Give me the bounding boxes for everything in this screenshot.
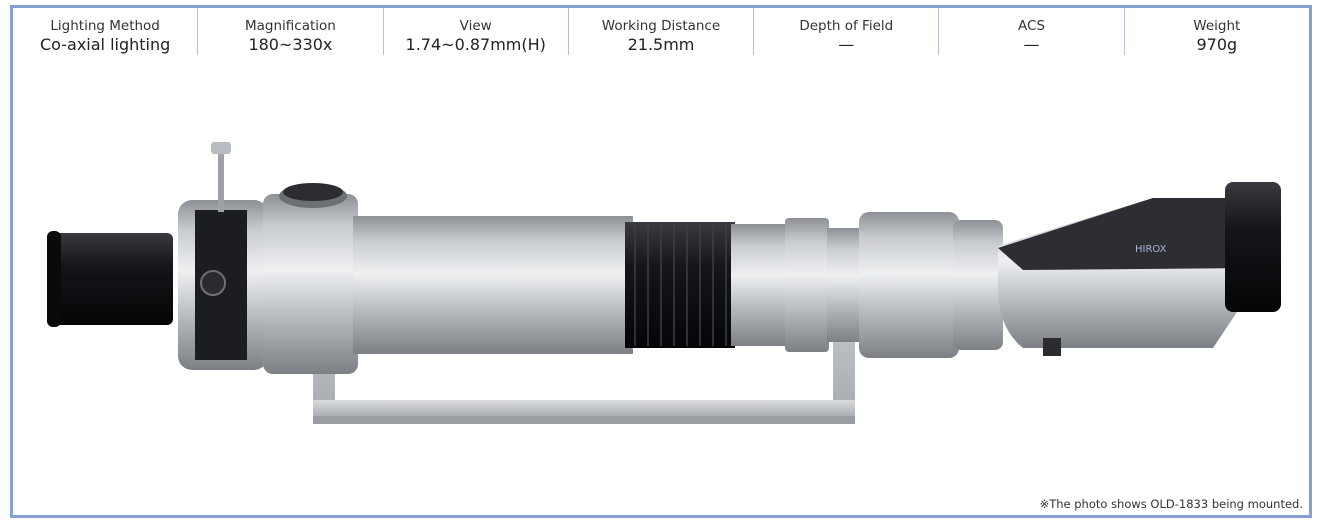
brand-logo: HIROX <box>1135 244 1167 255</box>
spec-value: — <box>838 35 855 54</box>
spec-label: View <box>459 18 492 34</box>
objective-lens <box>47 231 173 327</box>
spec-label: Magnification <box>244 18 336 34</box>
spec-table: Lighting Method Co-axial lighting Magnif… <box>13 8 1309 55</box>
spec-weight: Weight 970g <box>1125 8 1309 55</box>
spec-label: Weight <box>1193 18 1241 34</box>
spec-working-distance: Working Distance 21.5mm <box>569 8 755 55</box>
spec-magnification: Magnification 180~330x <box>198 8 384 55</box>
spec-value: 180~330x <box>248 35 333 54</box>
spec-frame: Lighting Method Co-axial lighting Magnif… <box>10 5 1312 518</box>
spec-lighting-method: Lighting Method Co-axial lighting <box>13 8 199 55</box>
spec-value: — <box>1023 35 1040 54</box>
main-tube <box>353 216 863 354</box>
spec-label: Working Distance <box>601 18 721 34</box>
spec-value: 1.74~0.87mm(H) <box>405 35 546 54</box>
spec-acs: ACS — <box>939 8 1125 55</box>
spec-value: Co-axial lighting <box>39 35 171 54</box>
photo-caption: ※The photo shows OLD-1833 being mounted. <box>1039 497 1303 511</box>
spec-label: Lighting Method <box>50 18 160 34</box>
spec-view: View 1.74~0.87mm(H) <box>384 8 569 55</box>
spec-label: ACS <box>1018 18 1046 34</box>
spec-value: 21.5mm <box>627 35 695 54</box>
spec-value: 970g <box>1196 35 1238 54</box>
microscope-lens-photo: HIROX <box>47 142 1281 424</box>
illumination-housing <box>178 142 358 374</box>
spec-label: Depth of Field <box>799 18 894 34</box>
camera-head: HIROX <box>859 182 1281 358</box>
spec-depth-of-field: Depth of Field — <box>754 8 940 55</box>
